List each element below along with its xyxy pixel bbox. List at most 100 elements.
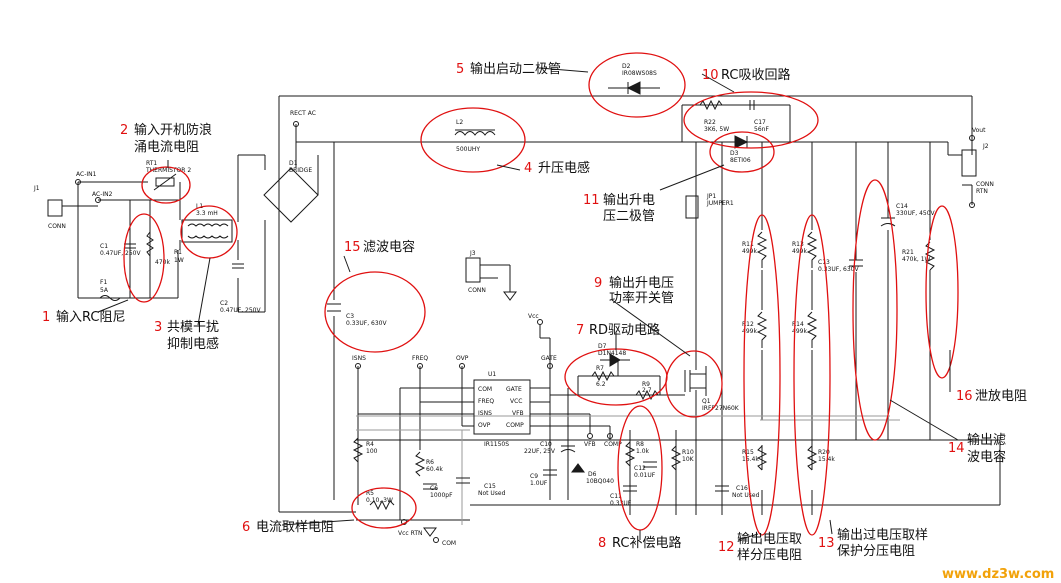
annotation-13-text2: 保护分压电阻 <box>837 544 915 559</box>
j1-ref: J1 <box>33 185 40 192</box>
l1-ref: L1 <box>196 203 203 210</box>
r22-ref: R22 <box>704 119 716 126</box>
testpoint-rectac <box>293 121 299 127</box>
ring-2 <box>141 166 191 204</box>
c6-value: 1000pF <box>430 492 453 499</box>
r12-ref: R12 <box>742 321 754 328</box>
ring-6 <box>351 487 417 529</box>
annotation-8-number: 8 <box>598 536 606 551</box>
r20-resistor <box>806 445 818 471</box>
j3-name: CONN <box>468 287 486 294</box>
l2-inductor <box>454 131 496 136</box>
r11-value: 499k <box>742 248 757 255</box>
r21-resistor <box>924 241 936 271</box>
wiring <box>61 95 1001 521</box>
ring-5 <box>588 52 686 118</box>
r11-ref: R11 <box>742 241 754 248</box>
j2-connector <box>961 149 977 177</box>
testpoint-acin2 <box>95 197 101 203</box>
rt1-thermistor <box>155 177 175 187</box>
r20-ref: R20 <box>818 449 830 456</box>
c12-value: 0.01UF <box>634 472 656 479</box>
u1-pin-vfb: VFB <box>512 410 524 417</box>
annotation-9-text2: 功率开关管 <box>609 290 674 306</box>
r14-ref: R14 <box>792 321 804 328</box>
r7-value: 6.2 <box>596 381 606 388</box>
r9-ref: R9 <box>642 381 650 388</box>
r10-resistor <box>670 445 682 471</box>
r7-ref: R7 <box>596 365 604 372</box>
d7-part: D1N4148 <box>598 350 626 357</box>
j2-rtn: RTN <box>976 188 988 195</box>
r6-ref: R6 <box>426 459 434 466</box>
annotation-7-number: 7 <box>576 323 584 338</box>
jp1-jumper <box>685 195 699 219</box>
annotation-15-text: 滤波电容 <box>363 239 415 255</box>
d3-diode <box>734 135 749 149</box>
annotation-2-text: 输入开机防浪 <box>134 122 212 138</box>
f1-ref: F1 <box>100 279 107 286</box>
d6-part: 10BQ040 <box>586 478 614 485</box>
r5-resistor <box>369 499 395 511</box>
ring-11 <box>709 131 775 173</box>
d2-ref: D2 <box>622 63 631 70</box>
r5-value: 0.10, 3W <box>366 497 393 504</box>
annotation-16-number: 16 <box>956 389 973 404</box>
q1-ref: Q1 <box>702 398 711 405</box>
annotation-3-text2: 抑制电感 <box>167 336 219 352</box>
ring-3 <box>180 205 238 259</box>
d6-ref: D6 <box>588 471 597 478</box>
r22-value: 3K6, 5W <box>704 126 729 133</box>
r4-value: 100 <box>366 448 378 455</box>
annotation-14-number: 14 <box>948 441 965 456</box>
j1-name: CONN <box>48 223 66 230</box>
ring-4 <box>420 107 526 173</box>
d3-part: 8ETI06 <box>730 157 751 164</box>
annotation-11-text2: 压二极管 <box>603 209 655 224</box>
annotation-3-number: 3 <box>154 320 162 335</box>
l2-ref: L2 <box>456 119 463 126</box>
freq-label: FREQ <box>412 355 428 362</box>
r6-value: 60.4k <box>426 466 443 473</box>
annotation-11-number: 11 <box>583 193 600 208</box>
c16-ref: C16 <box>736 485 748 492</box>
d1-bridge <box>263 167 319 223</box>
u1-pin-freq: FREQ <box>478 398 494 405</box>
u1-part: IR1150S <box>484 441 509 448</box>
u1-pin-vcc: VCC <box>510 398 522 405</box>
testpoint-gate <box>547 363 553 369</box>
testpoint-vcc <box>537 319 543 325</box>
r8-ref: R8 <box>636 441 644 448</box>
r7-resistor <box>591 370 615 382</box>
c11-value: 0.33UF <box>610 500 632 507</box>
component-symbols <box>47 81 977 543</box>
vcc-label: Vcc <box>528 313 539 320</box>
ring-16 <box>925 205 959 379</box>
annotation-13-number: 13 <box>818 536 835 551</box>
annotation-5-number: 5 <box>456 62 464 77</box>
f1-fuse <box>99 295 121 301</box>
c1-ref: C1 <box>100 243 108 250</box>
vfb-label: VFB <box>584 441 596 448</box>
r11-resistor <box>756 231 768 268</box>
annotation-3-text: 共模干扰 <box>167 320 219 335</box>
annotation-12-text2: 样分压电阻 <box>737 548 802 563</box>
annotation-16-text: 泄放电阻 <box>975 389 1027 404</box>
annotation-12-text: 输出电压取 <box>737 531 802 547</box>
c13-value: 0.33UF, 630V <box>818 266 859 273</box>
r12-resistor <box>756 311 768 348</box>
c10-ref: C10 <box>540 441 552 448</box>
annotation-1-text: 输入RC阻尼 <box>56 309 125 325</box>
annotation-2-number: 2 <box>120 123 128 138</box>
c2-value: 0.47UF, 250V <box>220 307 261 314</box>
r12-value: 499k <box>742 328 757 335</box>
testpoint-comp <box>607 433 613 439</box>
j2-ref: J2 <box>982 143 989 150</box>
com-label: COM <box>442 540 456 547</box>
r21-value: 470k, 1W <box>902 256 931 263</box>
r5-ref: R5 <box>366 490 374 497</box>
r8-value: 1.0k <box>636 448 650 455</box>
watermark: www.dz3w.com <box>942 567 1054 582</box>
r1-resistor <box>146 231 154 257</box>
